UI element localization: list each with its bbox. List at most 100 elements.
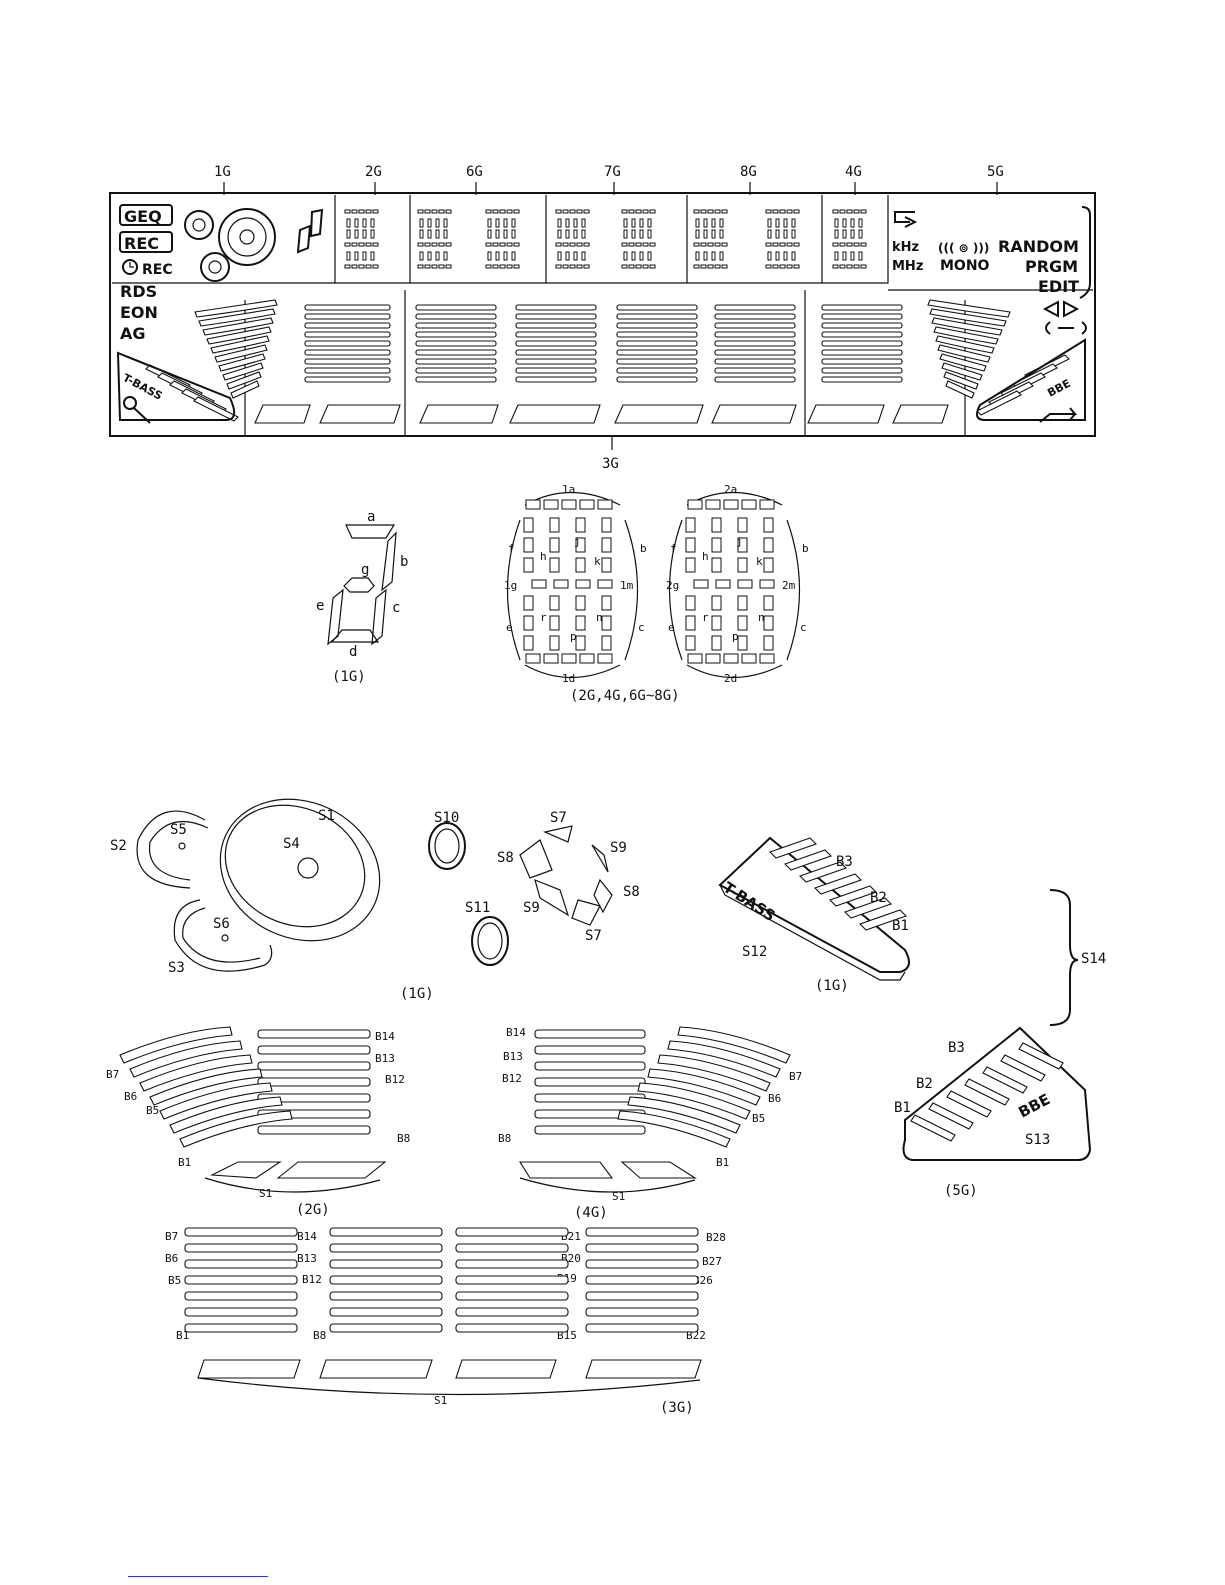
lvl3g-b1: B1	[176, 1329, 189, 1342]
digit-2g	[344, 209, 379, 269]
reverse-mode-icon	[1045, 321, 1087, 335]
panel-bars-3g-1	[415, 304, 497, 383]
panel-bars-2g-straight	[304, 304, 391, 383]
segment-g	[343, 577, 375, 593]
seg16-digit-2-label-3: 2m	[782, 579, 796, 592]
bbe-detail-text: BBE	[1015, 1090, 1053, 1121]
lvl3g-b28: B28	[706, 1231, 726, 1244]
panel-level-meter	[145, 299, 1070, 424]
seg-label-c: c	[392, 600, 400, 616]
lvl4g-b8: B8	[498, 1132, 511, 1145]
seg16-digit-1-label-9: j	[574, 535, 581, 548]
edit-indicator: EDIT	[1038, 277, 1079, 296]
tbass-label-b3: B3	[836, 854, 853, 870]
speaker-s1-outer	[219, 798, 381, 942]
mic-icon	[123, 396, 137, 410]
seg-label-e: e	[316, 598, 324, 614]
digit-partitions	[334, 195, 889, 284]
rec-indicator: REC	[124, 234, 159, 253]
lvl3g-s1: S1	[434, 1394, 447, 1407]
lvl2g-b6: B6	[124, 1090, 137, 1103]
s14-bracket-line	[1049, 889, 1079, 1026]
seg16-digit-2-label-6: e	[668, 621, 675, 634]
s14-label: S14	[1081, 951, 1106, 967]
speaker-s4-center	[297, 857, 319, 879]
digit-7g-2	[621, 209, 656, 269]
tbass-label-b1: B1	[892, 918, 909, 934]
lvl3g-b8: B8	[313, 1329, 326, 1342]
label-s1: S1	[318, 808, 335, 824]
seg16-digit-2-label-1: 2d	[724, 672, 737, 685]
seg16-digit-2-label-5: b	[802, 542, 809, 555]
speaker-s10	[428, 822, 466, 870]
lvl3g-b14: B14	[297, 1230, 317, 1243]
seg16-digit-1-label-4: f	[508, 542, 515, 555]
tbass-wedge-icon	[116, 351, 236, 421]
tbass-wedge	[718, 836, 910, 973]
segment-s7-bottom	[571, 899, 601, 926]
segment-b	[381, 531, 397, 592]
seg16-digit-1-label-10: k	[594, 555, 601, 568]
digit-6g-1	[417, 209, 452, 269]
timer-rec-indicator: REC	[142, 262, 173, 278]
seg16-digit-1-label-7: c	[638, 621, 645, 634]
seven-segment-digit	[296, 208, 324, 254]
tbass-label-s12: S12	[742, 944, 767, 960]
footer-rule	[128, 1576, 268, 1577]
speaker-s6-dot	[221, 934, 229, 942]
seg16-digit-2-label-11: r	[702, 611, 709, 624]
segment-e	[327, 588, 344, 646]
speaker-detail: S1 S2 S3 S4 S5 S6 S10 S11 S7 S8 S9 S8 S9…	[110, 798, 640, 1002]
lvl4g-b6: B6	[768, 1092, 781, 1105]
seven-segment-detail: a b g e c d (1G)	[316, 509, 408, 685]
seg-label-b: b	[400, 554, 408, 570]
segment-s8-left	[519, 839, 553, 879]
tbass-detail-text: T-BASS	[720, 878, 779, 925]
mono-indicator: MONO	[940, 258, 990, 274]
seg16-digit-1-label-8: h	[540, 550, 547, 563]
label-s10: S10	[434, 810, 459, 826]
bbe-label-s13: S13	[1025, 1132, 1050, 1148]
ag-indicator: AG	[120, 324, 146, 343]
speaker-caption: (1G)	[400, 986, 434, 1002]
seg16-digit-2-label-2: 2g	[666, 579, 679, 592]
segment-s8-right	[593, 878, 613, 914]
grid-label-3g: 3G	[602, 456, 619, 472]
grid-label-7g: 7G	[604, 164, 621, 180]
arrow-icon	[1039, 407, 1078, 423]
bbe-detail: BBE B3 B2 B1 S13 (5G)	[894, 1026, 1092, 1199]
segment-c	[371, 588, 387, 646]
label-s6: S6	[213, 916, 230, 932]
lvl2g-b7: B7	[106, 1068, 119, 1081]
rds-indicator: RDS	[120, 282, 157, 301]
digit-segments	[344, 209, 867, 269]
lvl3g-b13: B13	[297, 1252, 317, 1265]
left-indicator-group: GEQ REC REC RDS EON AG	[119, 204, 173, 343]
s14-bracket: S14	[1049, 889, 1106, 1026]
seg16-digit-1-label-5: b	[640, 542, 647, 555]
seg16-digit-1-label-13: p	[570, 630, 577, 643]
label-s5: S5	[170, 822, 187, 838]
seg16-caption: (2G,4G,6G~8G)	[570, 688, 680, 704]
seg16-digit-2-label-12: n	[758, 611, 765, 624]
repeat-icon	[894, 211, 918, 228]
label-s7-top: S7	[550, 810, 567, 826]
eon-indicator: EON	[120, 303, 158, 322]
lvl4g-b13: B13	[503, 1050, 523, 1063]
speaker-s5-dot	[178, 842, 186, 850]
grid-label-1g: 1G	[214, 164, 231, 180]
segment-d	[330, 629, 380, 643]
seg16-digit-1-label-2: 1g	[504, 579, 517, 592]
label-s2: S2	[110, 838, 127, 854]
seg16-digit-2-label-13: p	[732, 630, 739, 643]
level-meter-2g: B14 B13 B12 B8 B7 B6 B5 B1 S1 (2G)	[106, 1026, 410, 1218]
seg-label-a: a	[367, 509, 375, 525]
panel-fan-left	[194, 299, 278, 399]
tbass-caption: (1G)	[815, 978, 849, 994]
segment-a	[345, 524, 396, 539]
lvl4g-b14: B14	[506, 1026, 526, 1039]
lvl3g-caption: (3G)	[660, 1400, 694, 1416]
seg16-digit-1-label-6: e	[506, 621, 513, 634]
